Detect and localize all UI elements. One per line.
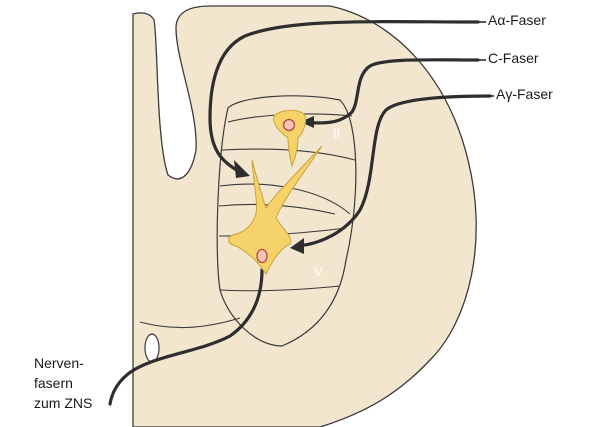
label-nerve-fibers-line3: zum ZNS — [34, 395, 92, 412]
label-nerve-fibers-line1: Nerven- — [34, 355, 84, 372]
lamina-label-ii: II — [333, 126, 340, 141]
central-canal — [145, 334, 159, 362]
label-c-fiber: C-Faser — [488, 50, 539, 67]
label-a-alpha-fiber: Aα-Faser — [488, 12, 546, 29]
neuron-v-nucleus — [257, 250, 267, 263]
label-a-gamma-fiber: Aγ-Faser — [496, 86, 553, 103]
lamina-label-v: V — [314, 264, 323, 279]
neuron-ii-nucleus — [284, 120, 295, 131]
label-nerve-fibers-line2: fasern — [34, 375, 73, 392]
